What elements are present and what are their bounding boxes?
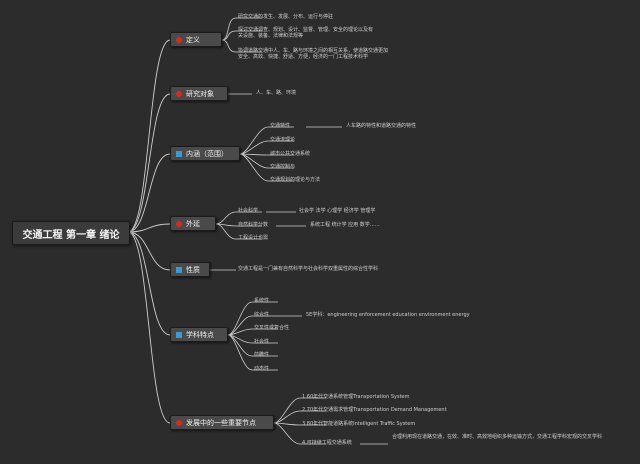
branch-label: 定义 (186, 35, 200, 44)
leaf-feature-4: 社会性 (254, 339, 270, 345)
connector-line (127, 231, 171, 336)
leaf-feature-3: 交叉性或复合性 (254, 325, 290, 331)
connector-line (215, 211, 262, 225)
leaf-milestone-3: 3.80年代智能道路系统Intelligent Traffic System (302, 421, 416, 427)
blue-square-icon (176, 331, 182, 338)
branch-nature[interactable]: 性质 (170, 262, 210, 277)
branch-research-object[interactable]: 研究对象 (170, 86, 228, 101)
branch-milestones[interactable]: 发展中的一些重要节点 (170, 415, 274, 430)
leaf-research-object: 人、车、路、环境 (256, 90, 297, 96)
branch-definition[interactable]: 定义 (170, 32, 222, 47)
leaf-scope-2: 交通流理论 (270, 137, 296, 143)
connector-line (127, 231, 171, 424)
leaf-definition-2: 探讨交通调查、规划、设计、监督、管理、安全的理论以及有关设施、装备、法律和法规等 (238, 27, 374, 39)
leaf-extension-1-detail: 社会学 法学 心理学 经济学 管理学 (299, 208, 376, 214)
branch-label: 外延 (186, 219, 200, 228)
branch-label: 内涵（范围） (186, 149, 228, 158)
branch-extension[interactable]: 外延 (170, 216, 216, 231)
leaf-feature-6: 动态性 (254, 366, 270, 372)
connector-line (227, 315, 278, 336)
leaf-feature-2-detail: 5E学科：engineering enforcement education e… (306, 312, 470, 318)
connector-line (239, 153, 294, 182)
connector-line (221, 30, 262, 41)
connector-line (273, 410, 326, 424)
leaf-nature: 交通工程是一门兼有自然科学与社会科学双重属性的综合性学科 (238, 266, 379, 272)
branch-discipline-features[interactable]: 学科特点 (170, 327, 228, 342)
leaf-extension-1: 社会科学 (238, 208, 259, 214)
leaf-definition-3: 协调道路交通中人、车、路与环境之间的相互关系，使道路交通更加安全、高效、快捷、舒… (238, 48, 389, 60)
leaf-feature-2: 综合性 (254, 312, 270, 318)
red-circle-icon (176, 220, 182, 227)
red-circle-icon (176, 419, 182, 426)
leaf-scope-5: 交通规划的理论与方法 (270, 177, 321, 183)
branch-label: 性质 (186, 265, 200, 274)
connector-line (127, 231, 171, 271)
red-circle-icon (176, 36, 182, 43)
blue-square-icon (176, 266, 182, 273)
connector-line (239, 153, 294, 169)
red-circle-icon (176, 90, 182, 97)
connector-line (215, 223, 262, 227)
leaf-scope-3: 城市公共交通系统 (270, 151, 311, 157)
connector-line (227, 301, 278, 336)
connector-line (127, 93, 171, 233)
connector-line (127, 223, 171, 233)
leaf-milestone-4-detail: 合理利用现在道路交通，在效、准时、高效地组织多种运输方式，交通工程学科宏观的交叉… (392, 434, 603, 440)
leaf-scope-1: 交通特性 (270, 123, 291, 129)
connector-line (227, 334, 278, 344)
leaf-definition-1: 研究交通的发生、发展、分布、运行与停驻 (238, 14, 334, 20)
connector-line (215, 223, 262, 240)
branch-label: 学科特点 (186, 330, 214, 339)
leaf-scope-1-detail: 人车路的特性和道路交通的特性 (346, 123, 417, 129)
connector-line (239, 140, 294, 155)
branch-label: 研究对象 (186, 89, 214, 98)
connector-line (227, 328, 278, 336)
leaf-extension-2: 自然科学分数 (238, 222, 269, 228)
leaf-milestone-4: 4.可持续工程交通系统 (302, 440, 352, 446)
connector-line (227, 334, 278, 371)
connector-line (127, 153, 171, 233)
connector-line (239, 126, 294, 155)
leaf-feature-5: 前瞻性 (254, 352, 270, 358)
leaf-scope-4: 交通控制与 (270, 164, 296, 170)
leaf-extension-2-detail: 系统工程 统计学 应用 数学…… (310, 222, 380, 228)
leaf-feature-1: 系统性 (254, 298, 270, 304)
leaf-extension-3: 工程设计也需 (238, 235, 269, 241)
connector-line (127, 39, 171, 233)
connector-line (273, 422, 326, 426)
connector-line (227, 334, 278, 357)
branch-label: 发展中的一些重要节点 (186, 418, 256, 427)
connector-line (273, 422, 326, 445)
connector-line (221, 39, 262, 53)
root-topic[interactable]: 交通工程 第一章 绪论 (12, 221, 130, 245)
branch-scope[interactable]: 内涵（范围） (170, 146, 240, 161)
connector-line (221, 17, 262, 41)
leaf-milestone-2: 2.70年代交通需求管理Transportation Demand Manage… (302, 407, 447, 413)
leaf-milestone-1: 1.60年代交通系统管理Transportation System (302, 394, 410, 400)
blue-square-icon (176, 150, 182, 157)
connector-line (273, 397, 326, 424)
connector-line (239, 153, 294, 156)
